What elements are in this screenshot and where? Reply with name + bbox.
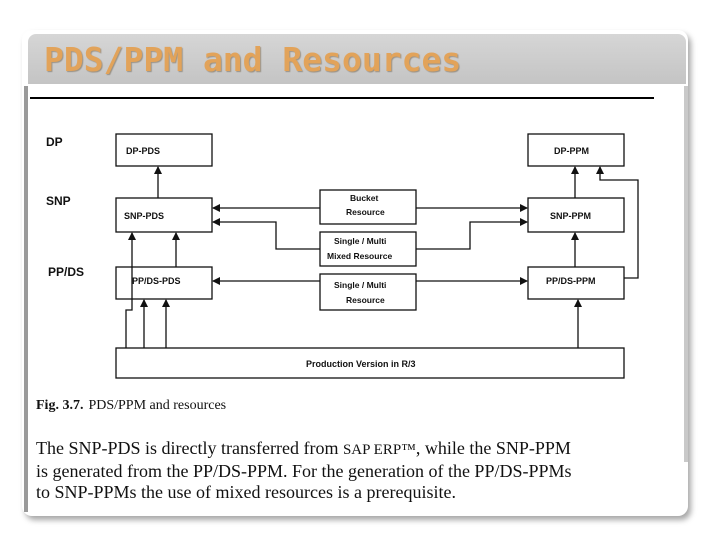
bucket-resource-line2: Resource bbox=[346, 207, 385, 217]
level-label-dp: DP bbox=[46, 135, 63, 149]
single-resource-box bbox=[319, 273, 417, 311]
mixed-resource-line2: Mixed Resource bbox=[327, 251, 392, 261]
single-resource-line1: Single / Multi bbox=[334, 280, 386, 290]
arrow-prod-to-snp-pds bbox=[125, 232, 136, 348]
snp-ppm-label: SNP-PPM bbox=[550, 211, 591, 221]
ppds-ppm-label: PP/DS-PPM bbox=[546, 276, 596, 286]
figure-caption-label: Fig. 3.7. bbox=[36, 398, 84, 413]
level-label-ppds: PP/DS bbox=[48, 265, 84, 279]
right-border bbox=[684, 86, 688, 462]
mixed-resource-line1: Single / Multi bbox=[334, 236, 386, 246]
snp-pds-label: SNP-PDS bbox=[124, 211, 164, 221]
body-line-3: to SNP-PPMs the use of mixed resources i… bbox=[36, 482, 456, 502]
arrow-mixed-to-snp-ppm bbox=[416, 218, 528, 250]
dp-ppm-label: DP-PPM bbox=[554, 146, 589, 156]
bucket-resource-box bbox=[319, 189, 417, 225]
figure-top-rule bbox=[30, 97, 654, 99]
body-line-1-a: The SNP-PDS is directly transferred from bbox=[36, 438, 343, 458]
mixed-resource-box bbox=[319, 231, 417, 267]
production-version-label: Production Version in R/3 bbox=[306, 359, 416, 369]
production-version-box bbox=[115, 347, 625, 379]
arrow-ppds-ppm-to-dp-ppm bbox=[596, 166, 639, 279]
level-label-snp: SNP bbox=[46, 194, 71, 208]
slide-title: PDS/PPM and Resources bbox=[44, 40, 462, 79]
pds-ppm-diagram: DP SNP PP/DS DP-PDS SNP-PDS PP/DS-PDS Bu… bbox=[46, 133, 639, 379]
snp-ppm-box bbox=[527, 197, 625, 233]
left-border bbox=[24, 86, 28, 512]
arrow-mixed-to-snp-pds bbox=[212, 218, 320, 250]
body-line-1-sap: SAP ERP™ bbox=[342, 442, 416, 458]
dp-pds-label: DP-PDS bbox=[126, 146, 160, 156]
dp-pds-box bbox=[115, 133, 213, 167]
bucket-resource-line1: Bucket bbox=[350, 193, 379, 203]
figure-caption-text: PDS/PPM and resources bbox=[88, 398, 227, 413]
title-bar bbox=[28, 34, 686, 84]
single-resource-line2: Resource bbox=[346, 295, 385, 305]
dp-ppm-box bbox=[527, 133, 625, 167]
body-paragraph: The SNP-PDS is directly transferred from… bbox=[36, 438, 666, 503]
ppds-pds-label: PP/DS-PDS bbox=[132, 276, 181, 286]
figure-caption: Fig. 3.7. PDS/PPM and resources bbox=[36, 398, 226, 414]
body-line-1: The SNP-PDS is directly transferred from… bbox=[36, 438, 666, 461]
body-line-2: is generated from the PP/DS-PPM. For the… bbox=[36, 461, 572, 481]
snp-pds-box bbox=[115, 197, 213, 233]
body-line-1-b: , while the SNP-PPM bbox=[415, 438, 571, 458]
